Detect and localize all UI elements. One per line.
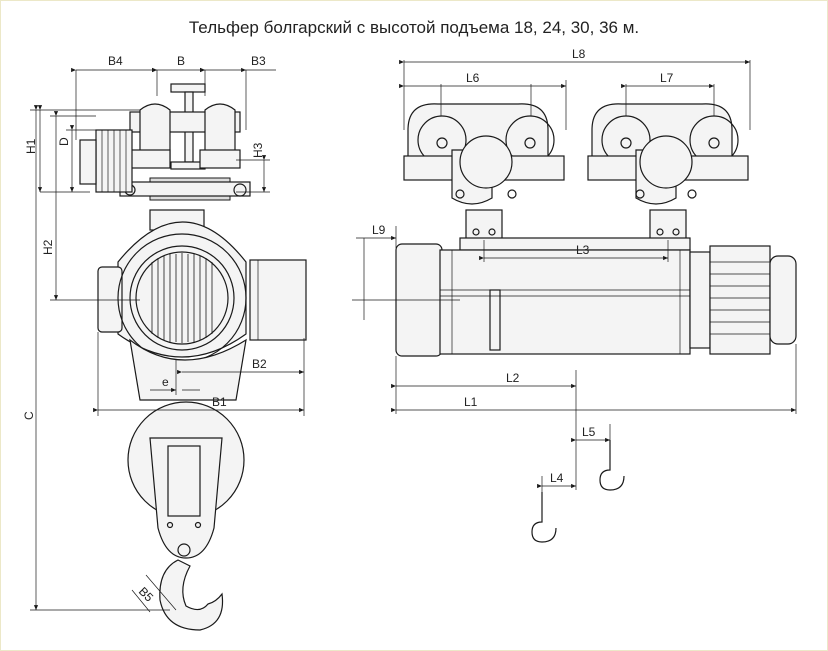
label-c: C	[22, 411, 36, 420]
label-b3: B3	[251, 54, 266, 68]
label-h3: H3	[251, 142, 265, 158]
label-l7: L7	[660, 71, 674, 85]
travel-motor	[79, 129, 133, 193]
side-dimensions	[30, 67, 305, 613]
label-l3: L3	[576, 243, 590, 257]
label-l6: L6	[466, 71, 480, 85]
trolley-left	[403, 103, 565, 241]
label-b: B	[177, 54, 185, 68]
side-view: B4 B B3 H1 D H3 H2 C B2 e B1 B5	[22, 54, 307, 631]
label-l4: L4	[550, 471, 564, 485]
trolley-right	[587, 103, 749, 241]
label-h1: H1	[24, 138, 38, 154]
trolley	[119, 103, 251, 201]
drawing-title: Тельфер болгарский с высотой подъема 18,…	[188, 18, 640, 37]
front-dimensions	[352, 59, 797, 500]
label-b5: B5	[136, 584, 157, 605]
label-l2: L2	[506, 371, 520, 385]
hook-symbols	[531, 440, 625, 543]
drum-body	[97, 221, 307, 363]
label-b1: B1	[212, 395, 227, 409]
front-view: L8 L6 L7 L9 L3 L2 L1 L5 L4	[352, 47, 797, 543]
label-l9: L9	[372, 223, 386, 237]
label-b4: B4	[108, 54, 123, 68]
label-d: D	[57, 137, 71, 146]
label-h2: H2	[41, 239, 55, 255]
label-b2: B2	[252, 357, 267, 371]
label-l5: L5	[582, 425, 596, 439]
label-l8: L8	[572, 47, 586, 61]
hoist-body	[395, 237, 797, 357]
label-l1: L1	[464, 395, 478, 409]
label-e: e	[162, 375, 169, 389]
